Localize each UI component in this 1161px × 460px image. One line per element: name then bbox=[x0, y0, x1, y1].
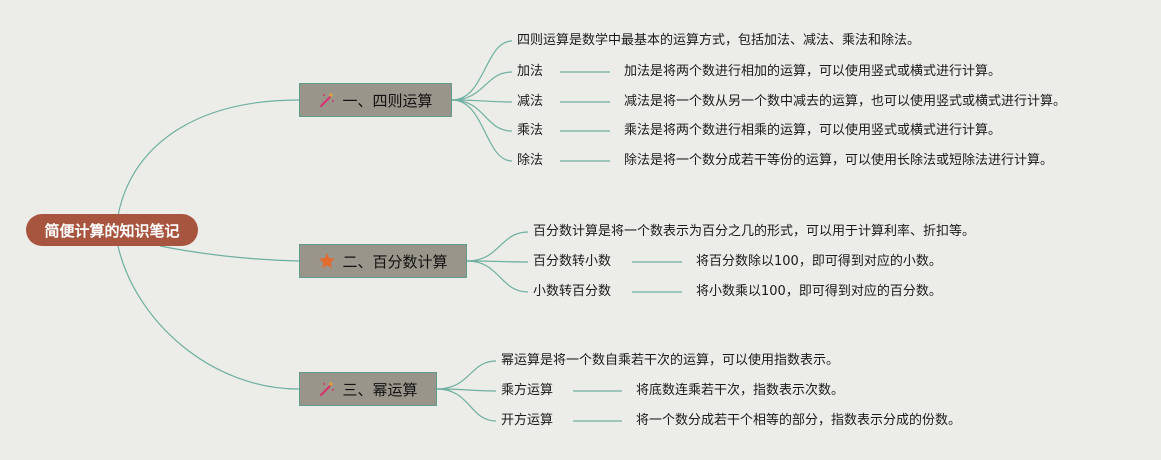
subtopic-detail: 将一个数分成若干个相等的部分，指数表示分成的份数。 bbox=[636, 413, 962, 428]
subtopic-label-multiplication[interactable]: 乘法 bbox=[517, 123, 544, 138]
link-root-branch-3 bbox=[117, 245, 300, 390]
subtopic-detail: 除法是将一个数分成若干等份的运算，可以使用长除法或短除法进行计算。 bbox=[624, 153, 1054, 168]
subtopic-label-percent-to-decimal[interactable]: 百分数转小数 bbox=[533, 254, 612, 269]
link-b1-c3 bbox=[451, 99, 513, 132]
link-b1-desc bbox=[451, 40, 513, 101]
subtopic-label-root-extraction[interactable]: 开方运算 bbox=[501, 413, 554, 428]
magic-wand-icon bbox=[318, 91, 336, 109]
subtopic-label-exponentiation[interactable]: 乘方运算 bbox=[501, 383, 554, 398]
link-b1-c4 bbox=[451, 99, 513, 162]
subtopic-detail: 乘法是将两个数进行相乘的运算，可以使用竖式或横式进行计算。 bbox=[624, 123, 1002, 138]
branch-description: 百分数计算是将一个数表示为百分之几的形式，可以用于计算利率、折扣等。 bbox=[533, 224, 976, 239]
branch-title: 三、幂运算 bbox=[342, 380, 418, 399]
link-root-branch-1 bbox=[117, 99, 300, 217]
root-node[interactable]: 简便计算的知识笔记 bbox=[26, 214, 198, 246]
link-root-branch-2 bbox=[159, 245, 300, 262]
star-icon bbox=[318, 252, 336, 270]
subtopic-label-subtraction[interactable]: 减法 bbox=[517, 94, 544, 109]
subtopic-detail: 加法是将两个数进行相加的运算，可以使用竖式或横式进行计算。 bbox=[624, 64, 1002, 79]
branch-description: 幂运算是将一个数自乘若干次的运算，可以使用指数表示。 bbox=[501, 353, 840, 368]
branch-node-percentage[interactable]: 二、百分数计算 bbox=[299, 244, 467, 278]
branch-node-arithmetic[interactable]: 一、四则运算 bbox=[299, 83, 452, 117]
subtopic-detail: 减法是将一个数从另一个数中减去的运算，也可以使用竖式或横式进行计算。 bbox=[624, 94, 1067, 109]
subtopic-detail: 将小数乘以100，即可得到对应的百分数。 bbox=[696, 284, 942, 299]
branch-title: 一、四则运算 bbox=[342, 91, 433, 110]
link-b3-c2 bbox=[436, 388, 497, 422]
branch-description: 四则运算是数学中最基本的运算方式，包括加法、减法、乘法和除法。 bbox=[517, 33, 921, 48]
link-b2-c2 bbox=[466, 260, 529, 293]
subtopic-label-decimal-to-percent[interactable]: 小数转百分数 bbox=[533, 284, 612, 299]
magic-wand-icon bbox=[318, 380, 336, 398]
branch-title: 二、百分数计算 bbox=[342, 252, 448, 271]
link-b1-c1 bbox=[451, 71, 513, 101]
link-b2-desc bbox=[466, 231, 529, 262]
subtopic-detail: 将底数连乘若干次，指数表示次数。 bbox=[636, 383, 845, 398]
subtopic-label-division[interactable]: 除法 bbox=[517, 153, 544, 168]
subtopic-label-addition[interactable]: 加法 bbox=[517, 64, 544, 79]
link-b3-desc bbox=[436, 360, 497, 390]
subtopic-detail: 将百分数除以100，即可得到对应的小数。 bbox=[696, 254, 942, 269]
root-title: 简便计算的知识笔记 bbox=[44, 221, 180, 240]
branch-node-power[interactable]: 三、幂运算 bbox=[299, 372, 437, 406]
